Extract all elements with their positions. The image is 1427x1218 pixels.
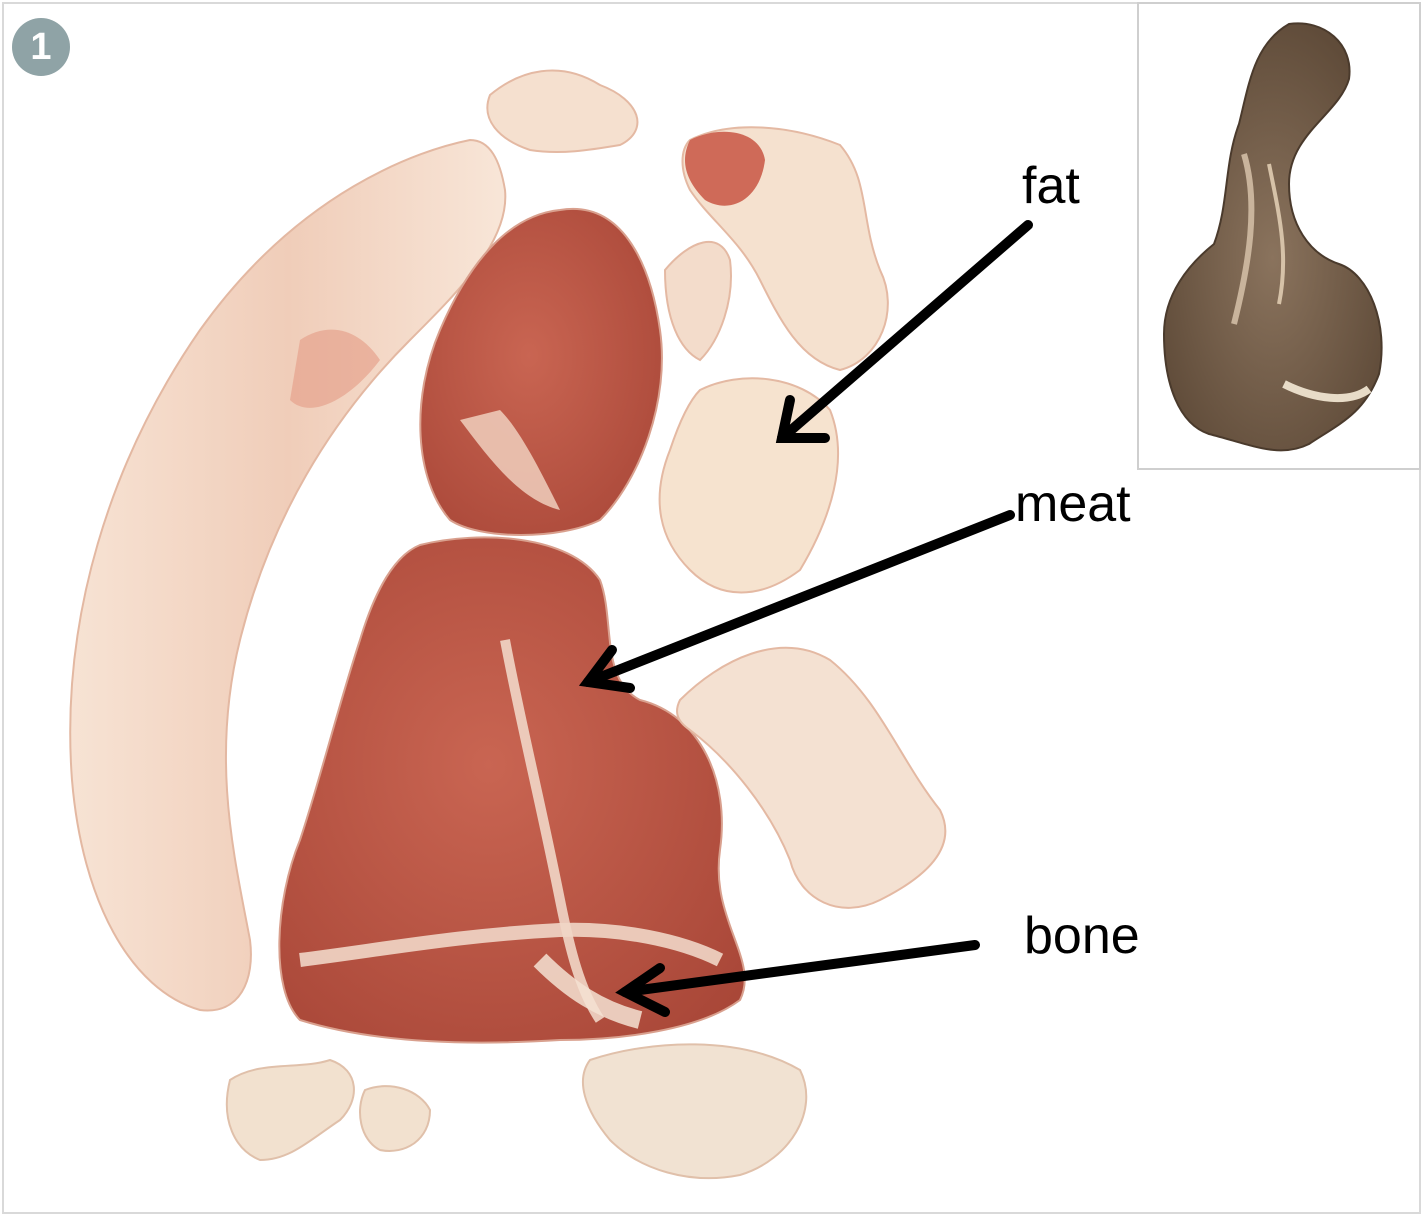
fat-label: fat <box>1022 160 1080 212</box>
fat-chunk <box>487 71 637 153</box>
cooked-cut-inset <box>1137 2 1421 470</box>
main-meat-piece <box>279 537 744 1042</box>
fat-chunk <box>665 242 731 360</box>
fat-chunk <box>360 1086 430 1151</box>
meat-label: meat <box>1015 478 1131 530</box>
fat-chunk <box>583 1044 806 1178</box>
bone-label: bone <box>1024 910 1140 962</box>
step-number-badge: 1 <box>12 18 70 76</box>
cooked-meat-photo <box>1139 4 1423 472</box>
fat-chunk <box>227 1060 354 1160</box>
